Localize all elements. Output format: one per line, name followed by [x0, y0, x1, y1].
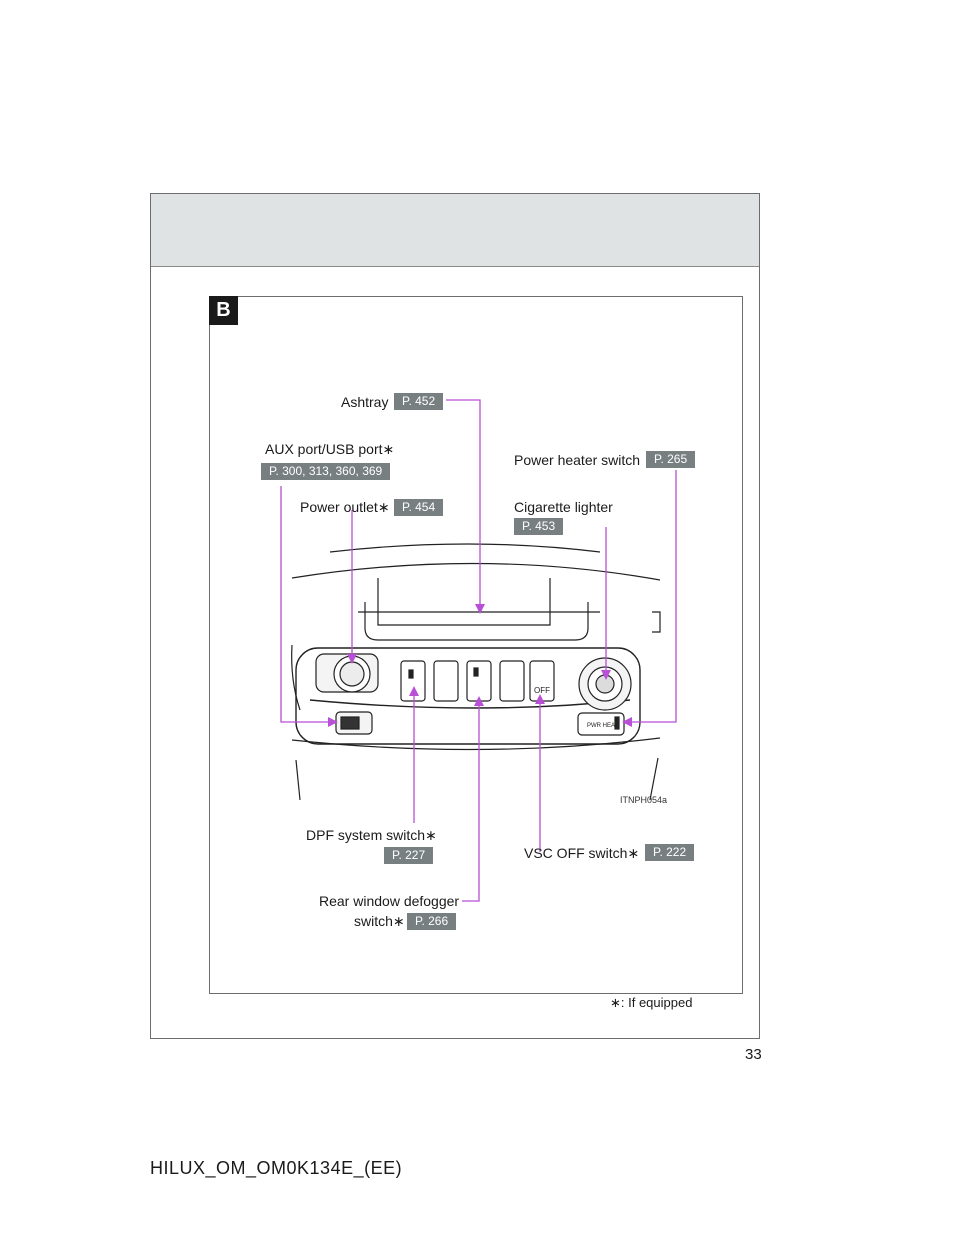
power-heater-page-ref[interactable]: P. 265 [646, 451, 696, 468]
page-frame [150, 193, 760, 1039]
aux-usb-label: AUX port/USB port∗ [265, 441, 395, 457]
rear-defogger-label-line2: switch∗ [354, 913, 405, 929]
aux-usb-page-ref[interactable]: P. 300, 313, 360, 369 [261, 463, 391, 480]
cigarette-lighter-label: Cigarette lighter [514, 499, 613, 515]
cigarette-lighter-page-ref[interactable]: P. 453 [514, 518, 564, 535]
power-outlet-shape [315, 653, 379, 693]
vsc-off-text: OFF [534, 686, 550, 695]
vsc-off-page-ref[interactable]: P. 222 [645, 844, 695, 861]
cigarette-lighter-shape [578, 657, 632, 711]
dpf-label: DPF system switch∗ [306, 827, 437, 843]
power-heater-switch-shape [577, 712, 625, 736]
document-code: HILUX_OM_OM0K134E_(EE) [150, 1158, 403, 1178]
illustration-panel [209, 296, 743, 994]
vsc-off-label: VSC OFF switch∗ [524, 845, 640, 861]
power-heater-label: Power heater switch [514, 452, 641, 468]
switch-buttons [400, 660, 555, 702]
leader-lines [280, 399, 677, 902]
power-heater-text: PWR HEAT [587, 723, 619, 729]
ashtray-label: Ashtray [341, 394, 389, 410]
power-outlet-page-ref[interactable]: P. 454 [394, 499, 444, 516]
section-badge: B [209, 296, 238, 325]
header-band [151, 194, 759, 267]
rear-defogger-label-line1: Rear window defogger [319, 893, 460, 909]
page-number: 33 [745, 1046, 762, 1063]
dpf-page-ref[interactable]: P. 227 [384, 847, 434, 864]
ashtray-page-ref[interactable]: P. 452 [394, 393, 444, 410]
arrow-heads [328, 604, 632, 727]
illustration-ref-code: ITNPH054a [620, 795, 668, 805]
power-outlet-label: Power outlet∗ [300, 499, 390, 515]
aux-port-shape [335, 711, 373, 735]
footnote: ∗: If equipped [610, 995, 693, 1010]
rear-defogger-page-ref[interactable]: P. 266 [407, 913, 457, 930]
